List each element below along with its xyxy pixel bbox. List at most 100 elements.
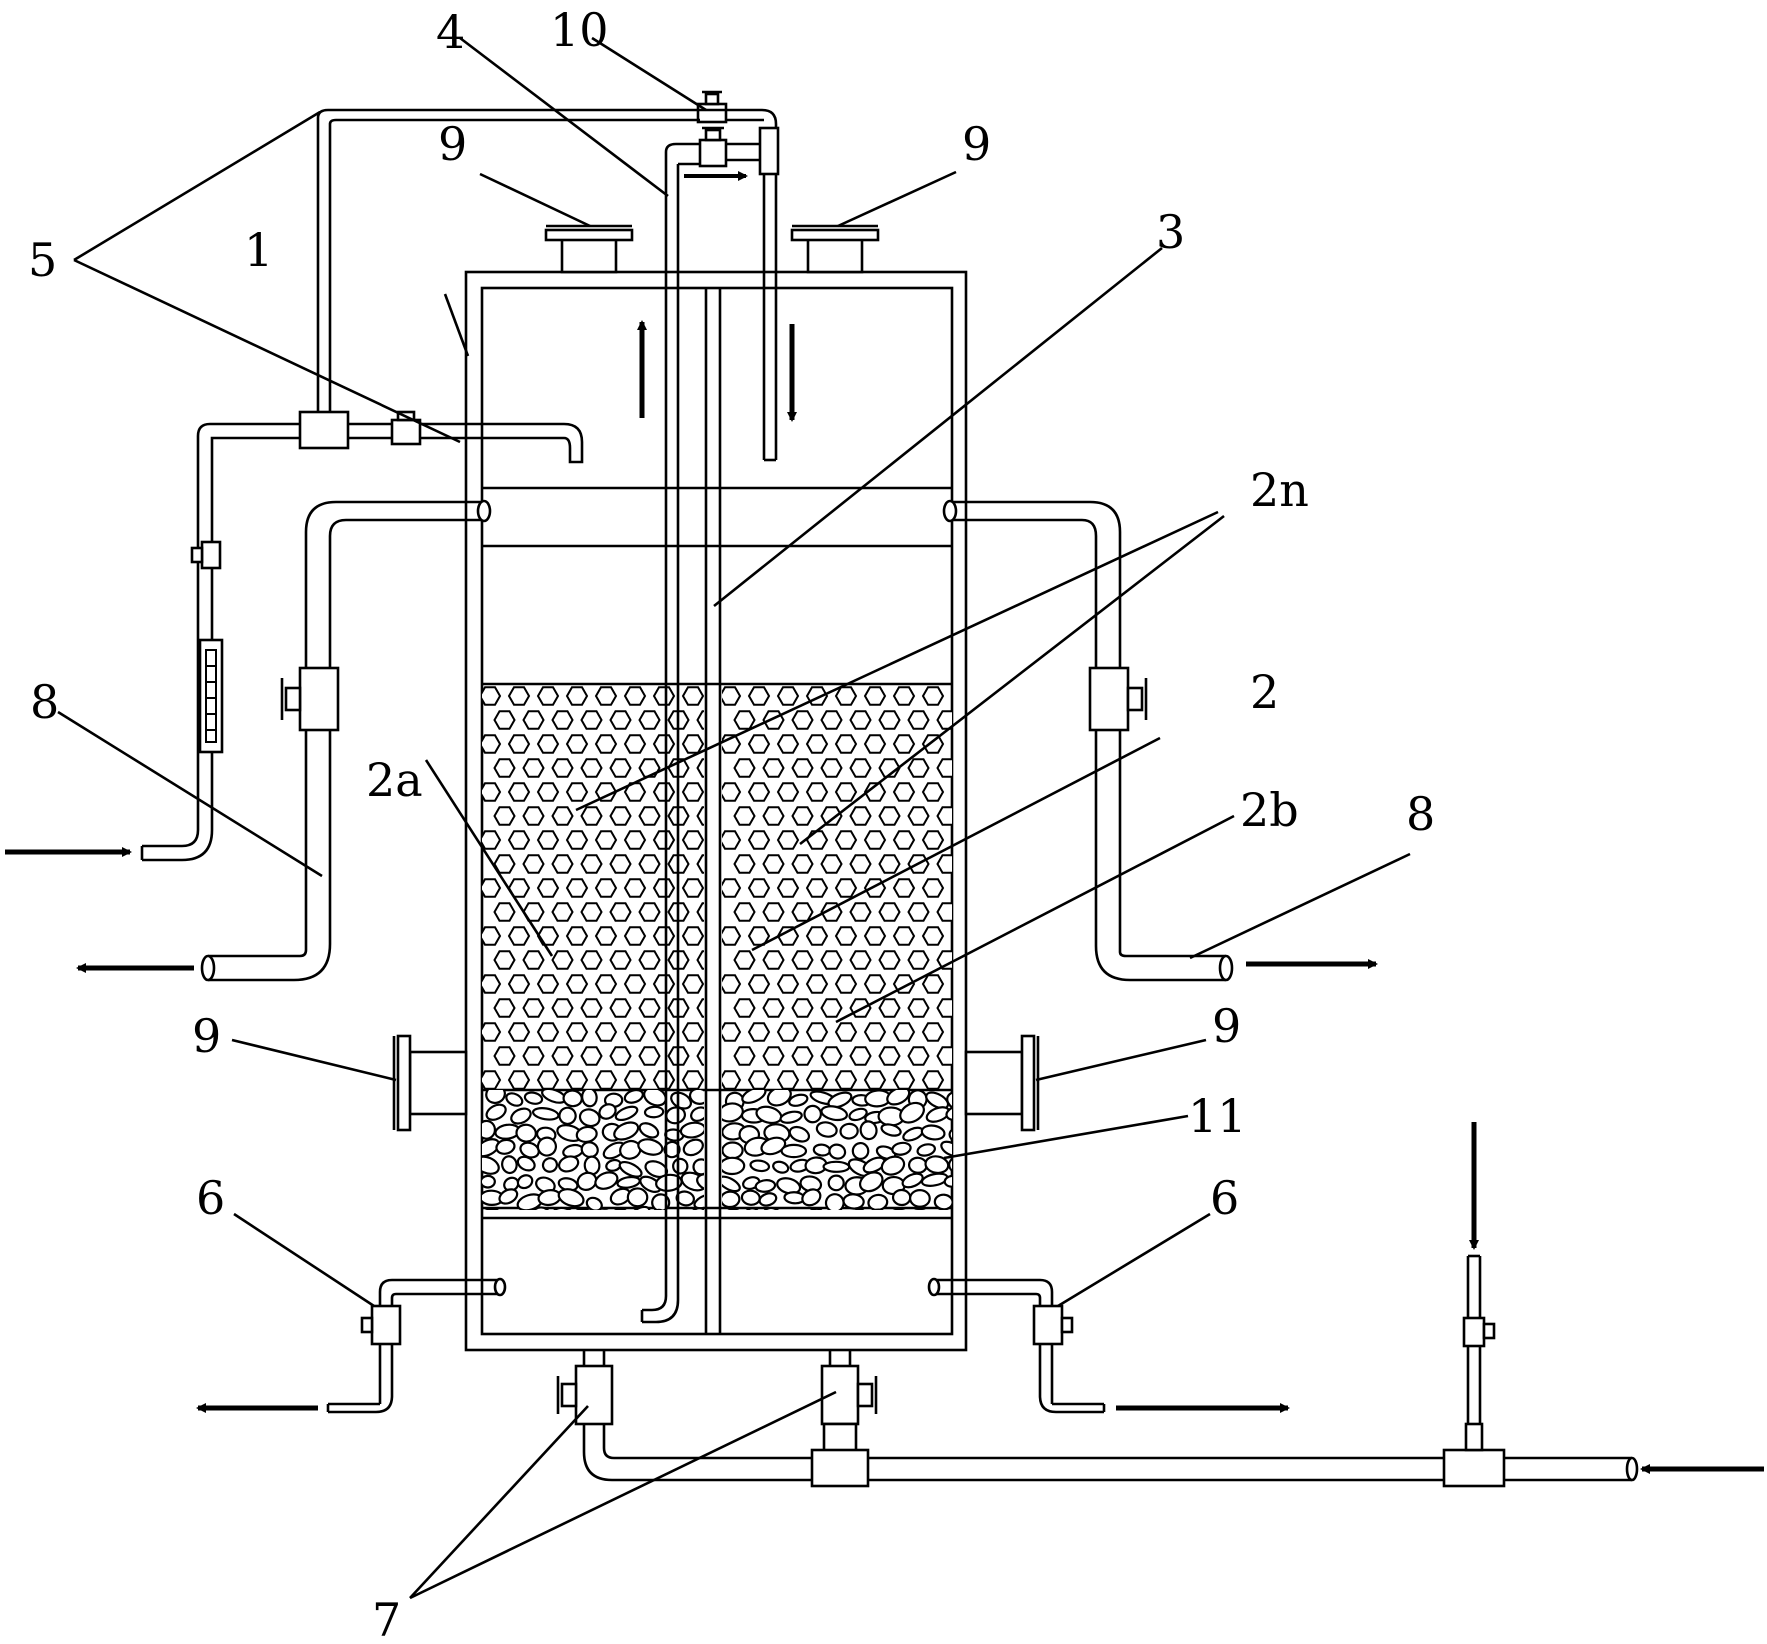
- stone: [482, 1119, 497, 1140]
- packing-cell: [493, 1046, 516, 1066]
- packing-cell: [638, 998, 661, 1018]
- leader-2n-a: [575, 510, 1219, 812]
- packing-cell: [638, 854, 661, 874]
- stone: [920, 1124, 946, 1141]
- packing-cell: [482, 734, 502, 754]
- packing-cell: [878, 998, 901, 1018]
- packing-cell: [849, 854, 872, 874]
- packing-cell: [921, 782, 945, 802]
- packing-cell: [820, 1046, 843, 1066]
- label-1: 1: [244, 223, 273, 277]
- packing-cell: [681, 1022, 704, 1042]
- packing-cell: [834, 878, 858, 898]
- packing-cell: [681, 926, 704, 946]
- packing-cell: [762, 950, 785, 970]
- stone: [933, 1193, 952, 1210]
- stone: [780, 1143, 808, 1159]
- leader-8-right: [1189, 852, 1411, 960]
- packing-cell: [565, 926, 589, 946]
- packing-cell: [623, 734, 647, 754]
- packing-cell: [892, 926, 916, 946]
- packing-cell: [638, 902, 661, 922]
- packing-cell: [820, 710, 843, 730]
- packing-cell: [747, 734, 771, 754]
- packing-cell: [747, 974, 771, 994]
- packing-cell: [907, 1046, 930, 1066]
- packing-cell: [950, 789, 952, 795]
- packing-cell: [696, 758, 704, 778]
- packing-cell: [762, 1046, 785, 1066]
- stone: [772, 1160, 790, 1174]
- packing-cell: [482, 1070, 502, 1090]
- packing-cell: [536, 926, 560, 946]
- stone: [820, 1105, 849, 1122]
- packing-cell: [722, 878, 742, 898]
- packing-cell: [696, 1046, 704, 1066]
- packing-cell: [482, 686, 502, 706]
- stone: [516, 1155, 536, 1172]
- label-2n: 2n: [1250, 463, 1309, 517]
- stone: [945, 1104, 952, 1122]
- flange-mid-left: [392, 1034, 468, 1132]
- packing-cell: [747, 1070, 771, 1090]
- packing-cell: [482, 830, 502, 850]
- stone: [848, 1107, 868, 1122]
- packing-cell: [522, 998, 545, 1018]
- stone: [741, 1090, 767, 1104]
- stone: [505, 1092, 524, 1107]
- packing-cell: [551, 902, 574, 922]
- stone: [766, 1090, 792, 1107]
- stone: [940, 1140, 952, 1158]
- stone: [788, 1125, 811, 1143]
- packing-cell: [762, 854, 785, 874]
- packing-cell: [762, 806, 785, 826]
- packing-cell: [791, 710, 814, 730]
- stone: [826, 1208, 848, 1230]
- packing-cell: [820, 950, 843, 970]
- stone: [515, 1123, 537, 1143]
- stone: [782, 1212, 805, 1227]
- packing-cell: [482, 782, 502, 802]
- stone: [614, 1105, 639, 1122]
- packing-cell: [849, 902, 872, 922]
- packing-cell: [921, 1070, 945, 1090]
- packing-cell: [950, 981, 952, 987]
- packing-cell: [652, 974, 676, 994]
- packing-cell: [623, 878, 647, 898]
- stone: [727, 1208, 740, 1210]
- packing-cell: [733, 806, 756, 826]
- packing-cell: [967, 855, 987, 872]
- packing-cell: [722, 1070, 742, 1090]
- packing-cell: [834, 1022, 858, 1042]
- packing-cell: [863, 734, 887, 754]
- packing-cell: [638, 1046, 661, 1066]
- stone: [722, 1156, 746, 1176]
- packing-cell: [776, 734, 800, 754]
- packing-cell: [936, 998, 952, 1018]
- packing-cell: [609, 806, 632, 826]
- packing-cell: [681, 974, 704, 994]
- packing-cell: [878, 1046, 901, 1066]
- packing-cell: [623, 830, 647, 850]
- packing-cell: [493, 758, 516, 778]
- stone: [616, 1175, 641, 1189]
- packing-cell: [638, 950, 661, 970]
- packing-cell: [507, 686, 531, 706]
- stone: [682, 1138, 704, 1157]
- stone: [551, 1206, 577, 1210]
- packing-cell: [522, 950, 545, 970]
- label-9-top-left: 9: [438, 117, 467, 171]
- packing-cell: [507, 734, 531, 754]
- leader-5-b: [73, 258, 461, 444]
- label-7: 7: [372, 1593, 401, 1644]
- packing-cell: [921, 686, 945, 706]
- packing-cell: [907, 758, 930, 778]
- packing-cell: [536, 974, 560, 994]
- flange-top-right: [790, 224, 880, 274]
- packing-cell: [921, 926, 945, 946]
- stone: [585, 1196, 603, 1210]
- packing-cell: [878, 902, 901, 922]
- stone: [948, 1127, 952, 1144]
- packing-cell: [834, 830, 858, 850]
- packing-cell: [921, 878, 945, 898]
